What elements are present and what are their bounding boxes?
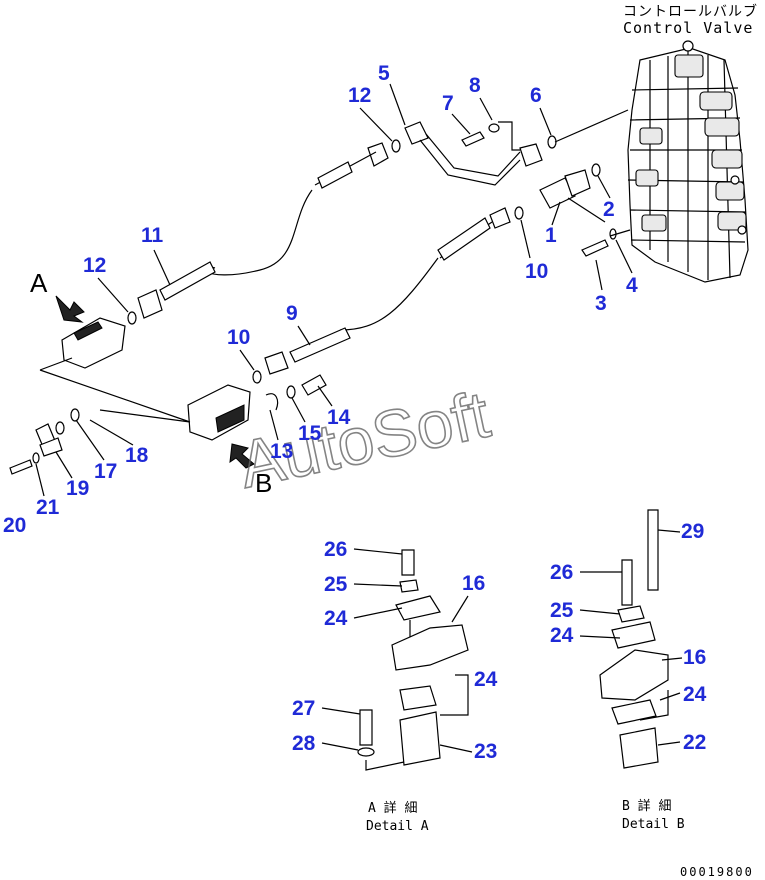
view-arrow-a: A	[30, 268, 85, 323]
callout-29: 29	[681, 520, 704, 543]
detail-b-drawing	[599, 509, 669, 769]
fitting-parts	[265, 374, 327, 411]
detail-b-caption-en: Detail B	[622, 817, 685, 832]
callout-8: 8	[469, 74, 481, 97]
callout-1: 1	[545, 224, 557, 247]
callout-22: 22	[683, 731, 706, 754]
callout-16a: 16	[462, 572, 485, 595]
callout-26a: 26	[324, 538, 347, 561]
callout-24b: 24	[474, 668, 498, 691]
detail-b-caption-jp: B 詳 細	[622, 798, 671, 814]
middle-hose-assembly	[252, 206, 524, 384]
control-valve-title-en: Control Valve	[623, 19, 753, 37]
leader-lines	[35, 83, 683, 753]
callout-20: 20	[3, 514, 26, 537]
callout-10b: 10	[525, 260, 548, 283]
detail-a-caption-jp: A 詳 細	[368, 800, 417, 816]
block-a-drawing	[39, 317, 191, 423]
left-flange-parts	[9, 408, 80, 475]
control-valve-drawing	[627, 40, 749, 283]
callout-24a: 24	[324, 607, 348, 630]
block-b-drawing	[99, 384, 251, 441]
document-number: 00019800	[680, 865, 754, 879]
callout-18: 18	[125, 444, 149, 467]
callout-12a: 12	[348, 84, 371, 107]
callout-14: 14	[327, 406, 351, 429]
callout-27: 27	[292, 697, 315, 720]
view-arrow-b: B	[229, 443, 272, 498]
callout-13: 13	[270, 440, 293, 463]
callout-25a: 25	[324, 573, 348, 596]
callout-25b: 25	[550, 599, 574, 622]
callout-23: 23	[474, 740, 497, 763]
callouts: 1 2 3 4 5 6 7 8 9 10 10 11 12 12 13 14 1…	[3, 62, 707, 763]
callout-15: 15	[298, 422, 322, 445]
lower-left-hose-assembly	[127, 261, 216, 325]
upper-hose-assembly	[201, 109, 629, 276]
callout-21: 21	[36, 496, 60, 519]
callout-28: 28	[292, 732, 316, 755]
callout-11: 11	[141, 224, 164, 247]
callout-12b: 12	[83, 254, 106, 277]
callout-6: 6	[530, 84, 542, 107]
callout-3: 3	[595, 292, 607, 315]
callout-16b: 16	[683, 646, 706, 669]
callout-4: 4	[626, 274, 638, 297]
callout-19: 19	[66, 477, 89, 500]
callout-24c: 24	[550, 624, 574, 647]
callout-24d: 24	[683, 683, 707, 706]
control-valve-title-jp: コントロールバルブ	[623, 3, 758, 20]
callout-26b: 26	[550, 561, 573, 584]
callout-17: 17	[94, 460, 117, 483]
detail-a-drawing	[357, 549, 469, 771]
callout-9: 9	[286, 302, 298, 325]
view-marker-a: A	[30, 268, 48, 298]
callout-2: 2	[603, 198, 615, 221]
callout-10a: 10	[227, 326, 250, 349]
valve-flange-assembly	[539, 163, 631, 257]
detail-a-caption-en: Detail A	[366, 819, 429, 834]
callout-7: 7	[442, 92, 454, 115]
view-marker-b: B	[255, 468, 272, 498]
callout-5: 5	[378, 62, 390, 85]
